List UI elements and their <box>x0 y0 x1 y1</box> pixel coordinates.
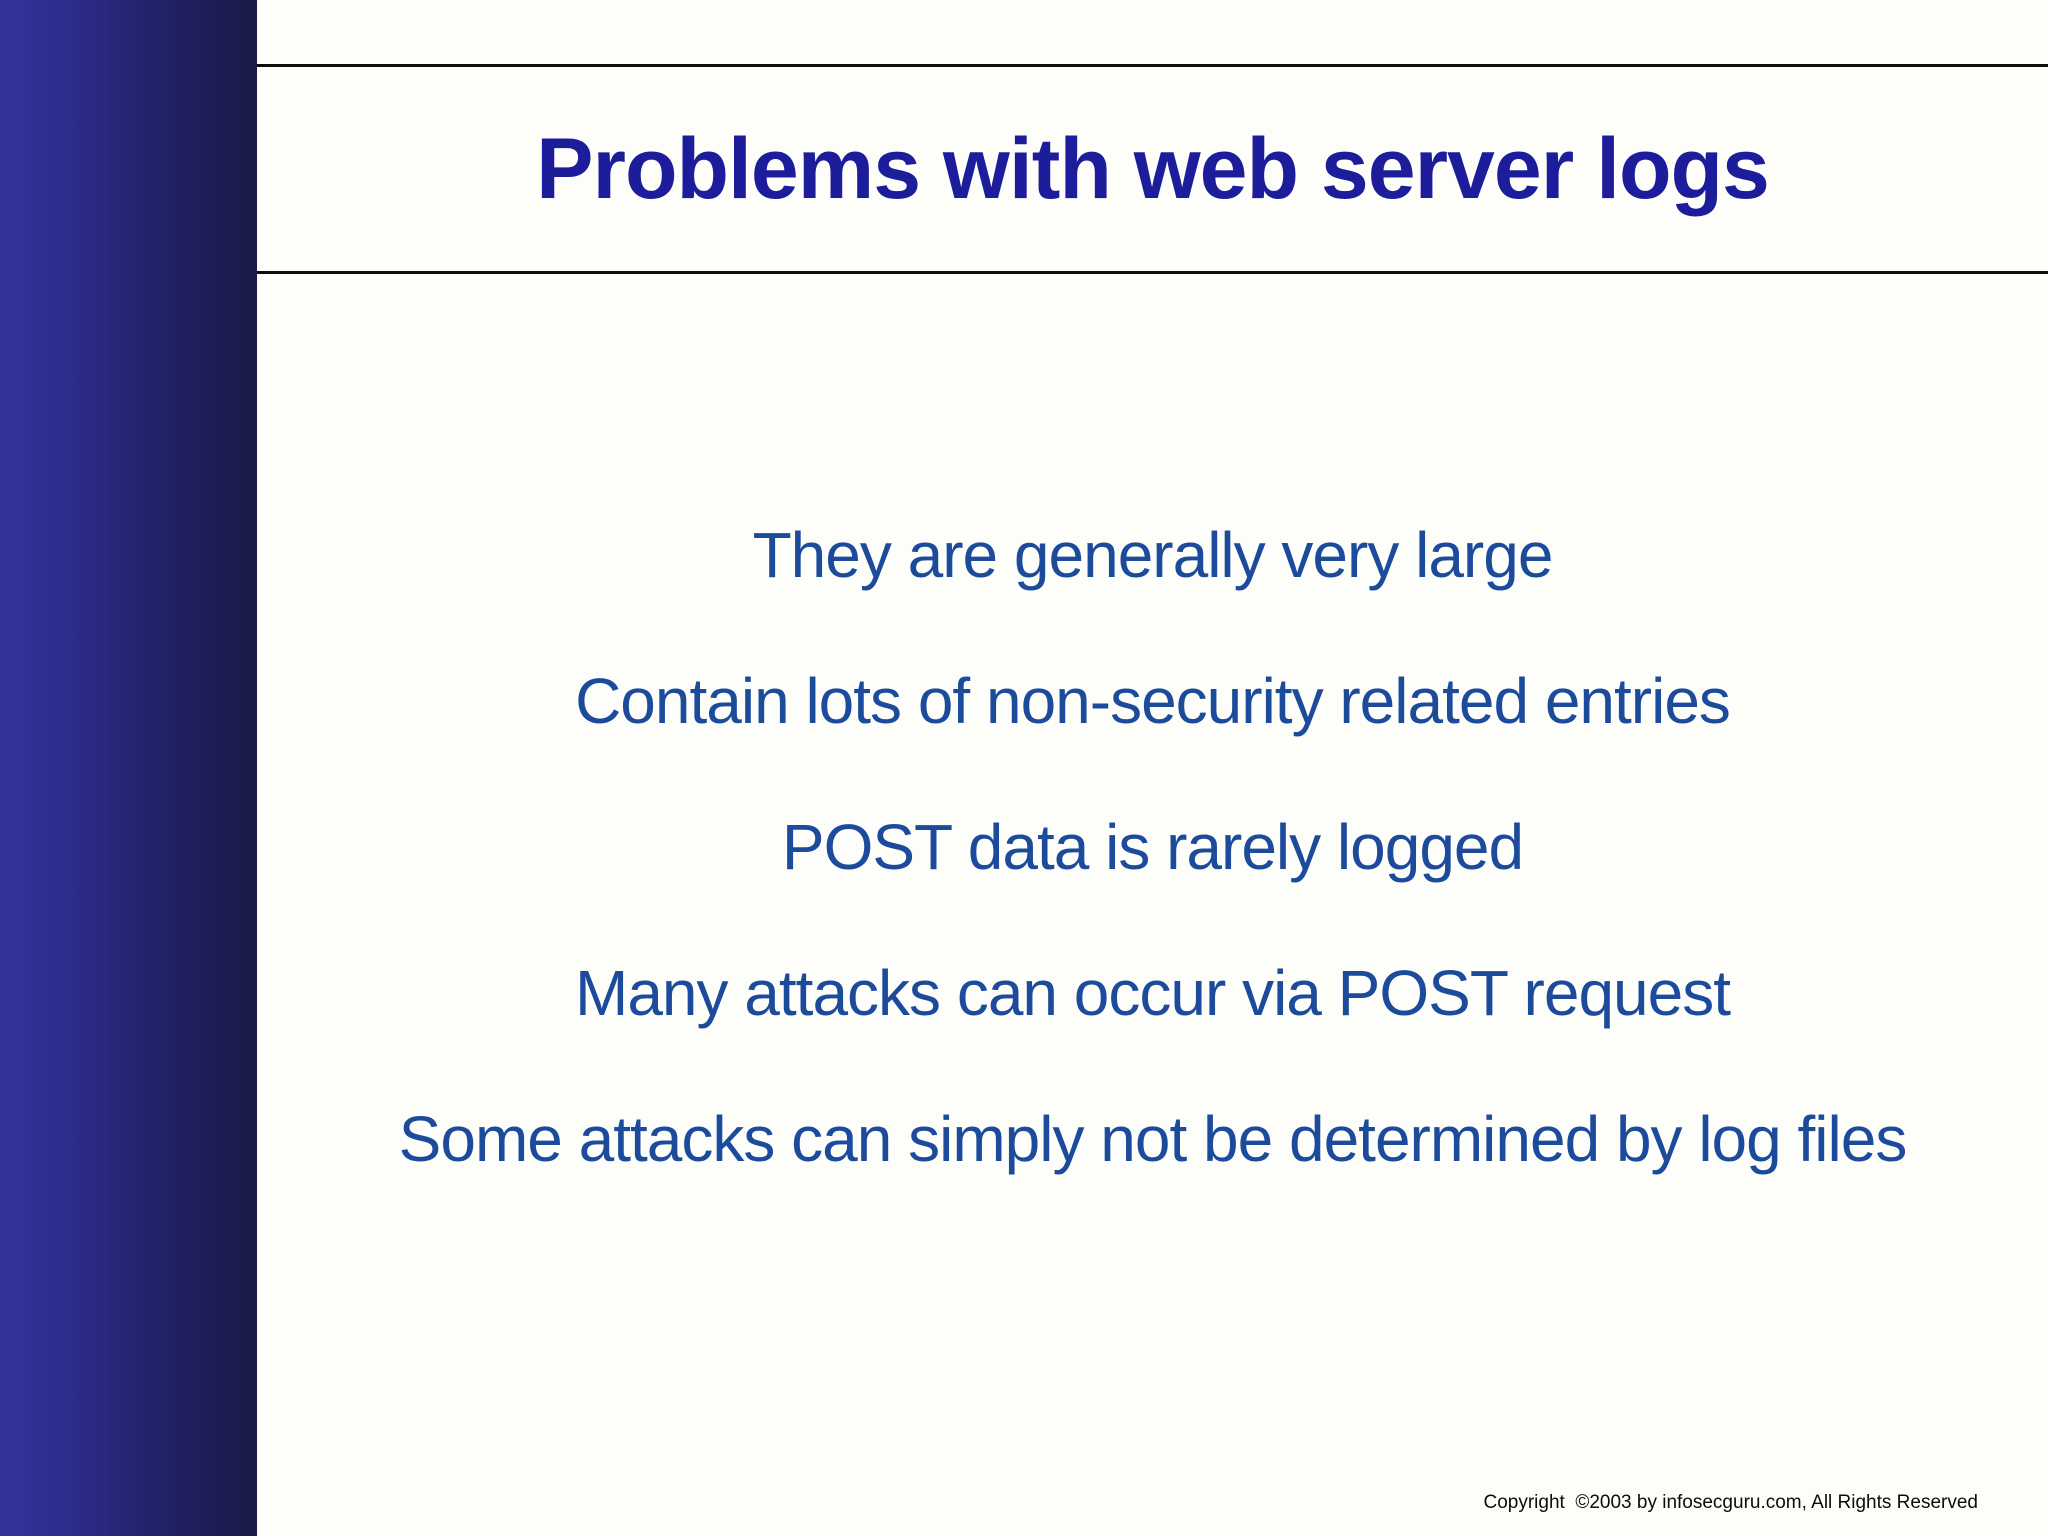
slide-title: Problems with web server logs <box>536 120 1770 217</box>
copyright-text: Copyright ©2003 by infosecguru.com, All … <box>1483 1492 1978 1513</box>
bullet-line: Many attacks can occur via POST request <box>575 957 1731 1029</box>
title-divider-top <box>257 64 2048 67</box>
title-divider-bottom <box>257 271 2048 274</box>
bullet-list: They are generally very large Contain lo… <box>257 482 2048 1212</box>
bullet-line: Some attacks can simply not be determine… <box>398 1103 1908 1175</box>
bullet-line: Contain lots of non-security related ent… <box>575 665 1731 737</box>
bullet-line: POST data is rarely logged <box>781 811 1524 883</box>
sidebar-gradient-bar <box>0 0 257 1536</box>
bullet-line: They are generally very large <box>752 519 1554 591</box>
title-band: Problems with web server logs <box>257 67 2048 271</box>
